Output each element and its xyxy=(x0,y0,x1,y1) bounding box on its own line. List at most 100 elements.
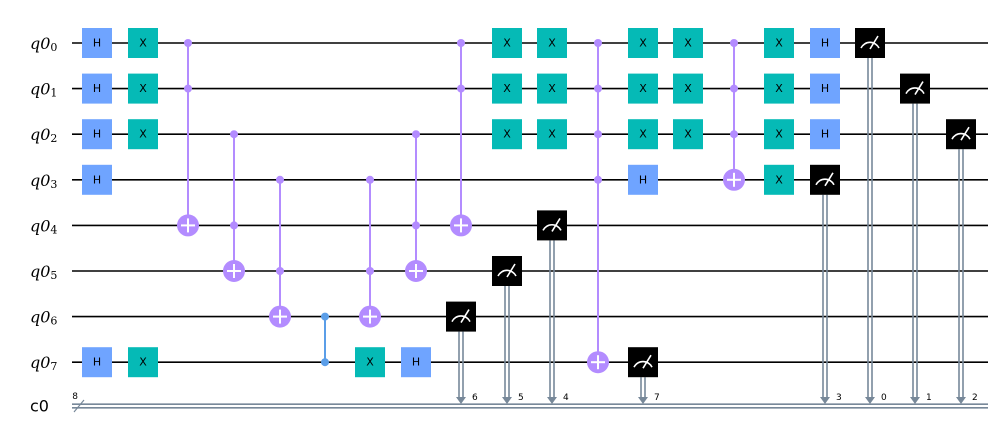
meter-icon xyxy=(542,224,562,231)
control-dot xyxy=(730,39,738,47)
qubit-label: q06 xyxy=(30,307,57,327)
qubit-label-base: q0 xyxy=(30,307,50,326)
qubit-label: q01 xyxy=(30,79,57,99)
qubit-label-index: 3 xyxy=(50,177,57,190)
x-gate-label: X xyxy=(775,128,783,141)
x-gate-label: X xyxy=(139,82,147,95)
x-gate xyxy=(537,28,567,58)
control-dot xyxy=(594,84,602,93)
h-gate-label: H xyxy=(639,173,647,186)
qubit-label-base: q0 xyxy=(30,262,50,281)
x-gate-label: X xyxy=(639,82,647,95)
qubit-label-base: q0 xyxy=(30,34,50,53)
x-gate xyxy=(492,28,522,58)
gate-connectors xyxy=(187,43,966,404)
control-dot xyxy=(412,221,420,230)
meter-icon xyxy=(951,132,971,140)
qubit-label-index: 2 xyxy=(50,132,57,145)
x-gate-label: X xyxy=(775,37,783,50)
control-dot xyxy=(230,130,238,139)
meter-icon xyxy=(860,41,880,49)
x-gate-label: X xyxy=(684,37,692,50)
meter-needle-icon xyxy=(506,263,516,278)
x-gate-label: X xyxy=(639,37,647,50)
measure-arrow-icon xyxy=(910,397,920,404)
meter-icon xyxy=(905,87,925,95)
h-gate xyxy=(82,73,112,104)
measure-bit-label: 2 xyxy=(972,393,978,403)
control-dot xyxy=(366,267,374,275)
h-gate xyxy=(82,119,112,150)
qubit-label-base: q0 xyxy=(30,79,50,98)
measure-arrow-icon xyxy=(547,397,557,404)
h-gate-label: H xyxy=(93,128,101,141)
control-dot xyxy=(594,175,602,184)
qubit-label-index: 5 xyxy=(50,269,57,282)
h-gate-label: H xyxy=(93,37,101,50)
qubit-label-base: q0 xyxy=(30,170,50,189)
qubit-label-index: 0 xyxy=(50,41,57,54)
measure-arrow-icon xyxy=(502,397,512,404)
meter-needle-icon xyxy=(869,35,879,50)
x-gate-label: X xyxy=(548,37,556,50)
h-gate-label: H xyxy=(93,82,101,95)
h-gate-label: H xyxy=(821,37,829,50)
meter-icon xyxy=(497,269,517,277)
control-dot xyxy=(321,358,329,367)
qubit-label: q05 xyxy=(30,262,57,282)
x-gate-label: X xyxy=(366,356,374,369)
x-gate xyxy=(628,119,658,150)
x-gate-label: X xyxy=(775,82,783,95)
h-gate-label: H xyxy=(821,82,829,95)
x-gate-label: X xyxy=(548,82,556,95)
control-dot xyxy=(594,130,602,139)
control-dot xyxy=(184,84,192,93)
x-gate-label: X xyxy=(503,37,511,50)
register-size-slash xyxy=(73,399,85,413)
x-gate-label: X xyxy=(139,128,147,141)
h-gate xyxy=(82,164,112,195)
x-gate xyxy=(492,119,522,150)
meter-needle-icon xyxy=(914,81,924,96)
qubit-label-base: q0 xyxy=(30,353,50,372)
x-gate-label: X xyxy=(639,128,647,141)
measure-arrow-icon xyxy=(956,397,966,404)
control-dot xyxy=(230,221,238,230)
x-gate-label: X xyxy=(139,37,147,50)
h-gate-label: H xyxy=(821,128,829,141)
qubit-label-base: q0 xyxy=(30,125,50,144)
qubit-label: q00 xyxy=(30,34,57,54)
control-dot xyxy=(457,84,465,93)
meter-needle-icon xyxy=(824,172,834,187)
x-gate-label: X xyxy=(503,128,511,141)
control-dot xyxy=(457,39,465,47)
x-gate xyxy=(764,28,794,58)
measure-arrow-icon xyxy=(820,397,830,404)
wires xyxy=(72,42,988,413)
h-gate xyxy=(810,73,840,104)
qubit-label-index: 4 xyxy=(50,223,57,236)
meter-needle-icon xyxy=(460,309,470,324)
x-gate xyxy=(492,73,522,104)
x-gate xyxy=(673,28,703,58)
qubit-label-base: q0 xyxy=(30,216,50,235)
h-gate xyxy=(82,28,112,58)
meter-needle-icon xyxy=(551,217,561,232)
qubit-label: q04 xyxy=(30,216,57,236)
control-dot xyxy=(276,175,284,184)
qubit-label-index: 1 xyxy=(50,86,57,99)
qubit-label: q07 xyxy=(30,353,57,373)
register-size-label: 8 xyxy=(72,392,78,402)
qubit-label-index: 7 xyxy=(50,360,57,373)
x-gate-label: X xyxy=(548,128,556,141)
measure-arrow-icon xyxy=(865,397,875,404)
measure-bit-label: 1 xyxy=(926,393,932,403)
x-gate xyxy=(128,347,158,378)
x-gate xyxy=(628,28,658,58)
measure-arrow-icon xyxy=(456,397,466,404)
h-gate xyxy=(810,119,840,150)
meter-icon xyxy=(815,178,835,186)
